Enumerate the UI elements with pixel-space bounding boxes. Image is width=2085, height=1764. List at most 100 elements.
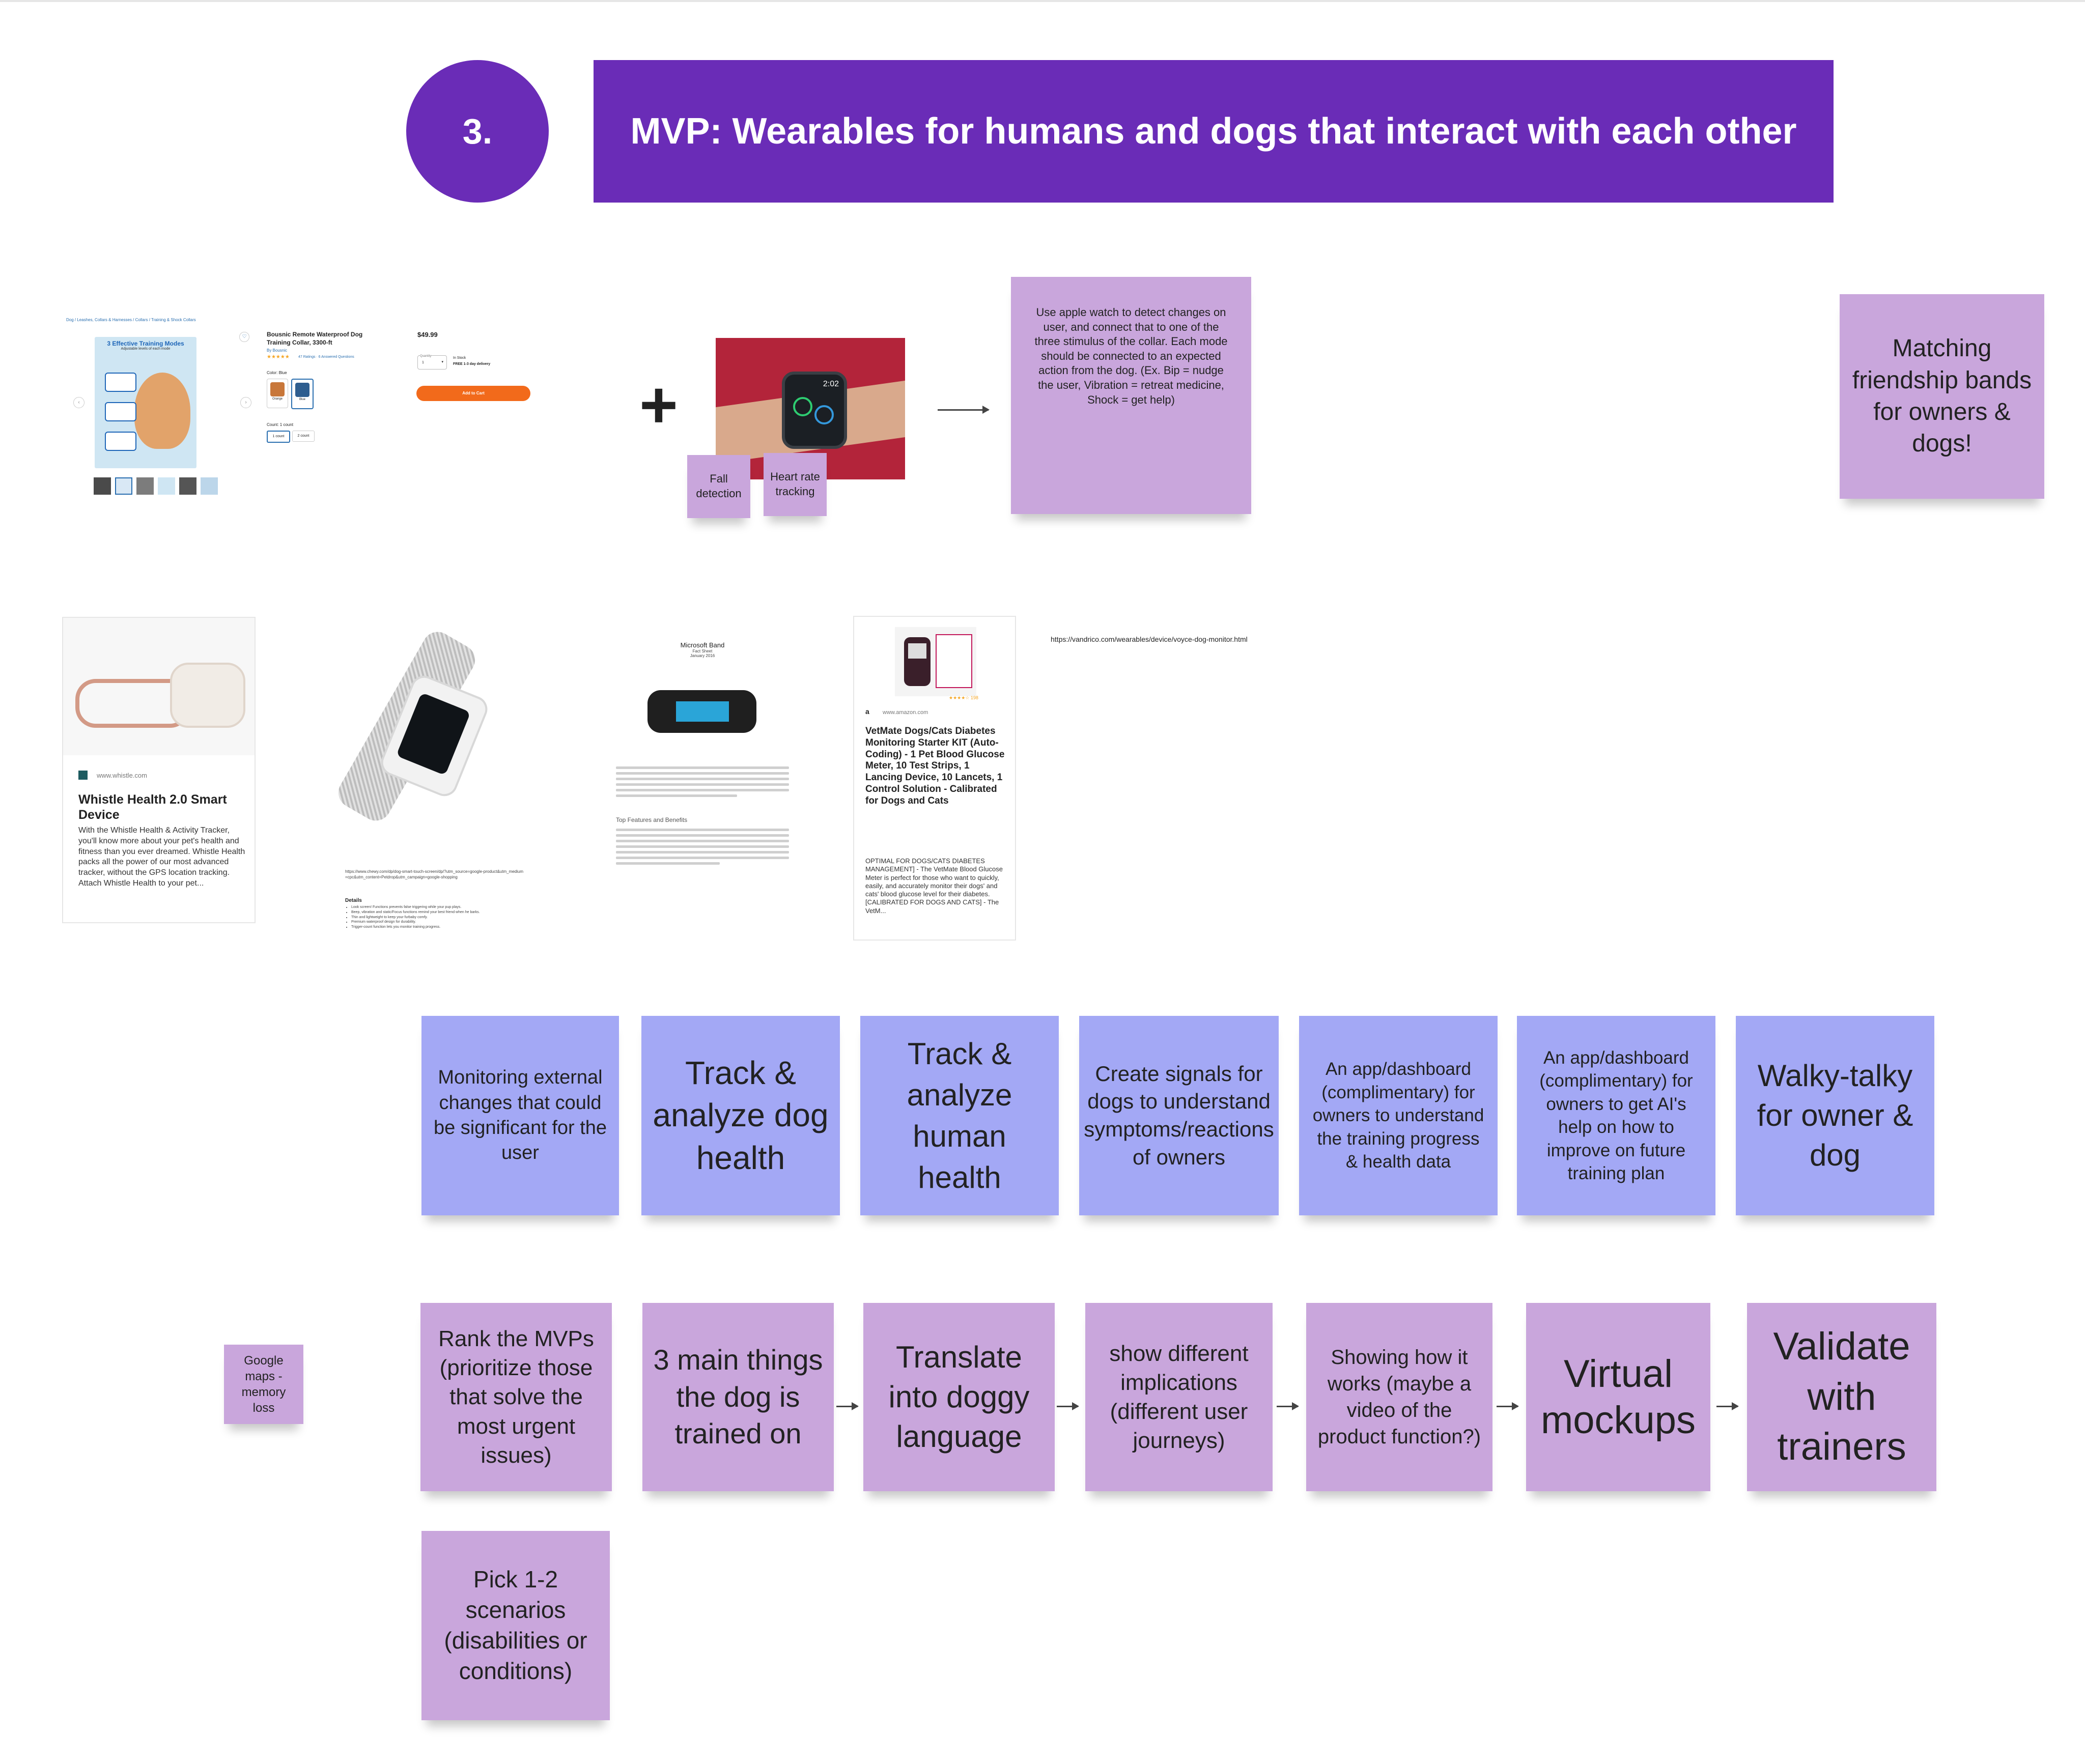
glucose-meter [904, 637, 931, 686]
flow-arrow [938, 406, 990, 414]
flow-note-text: Translate into doggy language [888, 1340, 1030, 1454]
count-option-1[interactable]: 1 count [267, 431, 290, 443]
flow-note-main-things[interactable]: 3 main things the dog is trained on [642, 1303, 834, 1491]
ratings-link[interactable]: 47 Ratings · 6 Answered Questions [298, 355, 354, 359]
count-label: Count: 1 count [267, 422, 294, 427]
stock-status: In Stock [453, 356, 466, 360]
detail-item: Premium waterproof design for durability… [351, 920, 519, 925]
whistle-link-card[interactable]: www.whistle.com Whistle Health 2.0 Smart… [62, 617, 256, 923]
collar-watch-url[interactable]: https://www.chewy.com/dp/dog-smart-touch… [345, 869, 524, 879]
apple-watch-idea-text: Use apple watch to detect changes on use… [1034, 306, 1228, 406]
detail-item: Thin and lightweight to keep your furbab… [351, 915, 519, 920]
band-title: Microsoft Band [680, 641, 725, 649]
blue-note-dashboard-ai[interactable]: An app/dashboard (complimentary) for own… [1517, 1016, 1715, 1215]
blue-note-dashboard-progress[interactable]: An app/dashboard (complimentary) for own… [1299, 1016, 1498, 1215]
thumbnail[interactable] [158, 477, 175, 495]
product-brand[interactable]: By Bousnic [267, 348, 288, 353]
friendship-bands-note[interactable]: Matching friendship bands for owners & d… [1840, 294, 2044, 499]
glucose-kit-image [895, 627, 976, 696]
vetmate-source: www.amazon.com [883, 709, 928, 716]
favorite-heart-icon[interactable]: ♡ [239, 332, 249, 342]
blue-note-signals[interactable]: Create signals for dogs to understand sy… [1079, 1016, 1279, 1215]
product-image[interactable]: 3 Effective Training Modes Adjustable le… [95, 337, 196, 468]
prev-image-icon[interactable]: ‹ [73, 397, 84, 408]
blue-note-text: Create signals for dogs to understand sy… [1084, 1061, 1274, 1169]
flow-note-showing-how[interactable]: Showing how it works (maybe a video of t… [1306, 1303, 1492, 1491]
collar-mode-icon [105, 432, 136, 451]
blue-note-human-health[interactable]: Track & analyze human health [860, 1016, 1059, 1215]
band-subtitle: Fact Sheet [692, 649, 713, 653]
color-label: Color: Blue [267, 371, 287, 375]
thumbnail[interactable] [179, 477, 196, 495]
thumbnail[interactable] [115, 477, 132, 495]
flow-arrow [1716, 1402, 1739, 1410]
apple-watch-idea-note[interactable]: Use apple watch to detect changes on use… [1011, 277, 1251, 514]
collar-mode-icon [105, 373, 136, 392]
top-divider [0, 0, 2085, 2]
blue-note-monitoring[interactable]: Monitoring external changes that could b… [421, 1016, 619, 1215]
flow-note-doggy-language[interactable]: Translate into doggy language [863, 1303, 1055, 1491]
dog-illustration [134, 373, 190, 449]
collar-watch-details-list: Look screen! Functions prevents false tr… [345, 905, 519, 930]
count-option-2[interactable]: 2 count [292, 431, 315, 442]
vetmate-link-card[interactable]: a www.amazon.com ★★★★☆ 198 VetMate Dogs/… [853, 616, 1016, 941]
thumbnail[interactable] [94, 477, 111, 495]
band-fact-sheet[interactable]: Microsoft Band Fact Sheet January 2016 T… [611, 641, 794, 886]
flow-note-rank-mvps[interactable]: Rank the MVPs (prioritize those that sol… [420, 1303, 612, 1491]
delivery-info: FREE 1-3 day delivery [453, 362, 491, 366]
blue-note-walky-talky[interactable]: Walky-talky for owner & dog [1736, 1016, 1934, 1215]
collar-watch-details-title: Details [345, 898, 362, 903]
flow-note-implications[interactable]: show different implications (different u… [1085, 1303, 1273, 1491]
heart-rate-note[interactable]: Heart rate tracking [764, 453, 827, 516]
collar-watch-screenshot[interactable]: https://www.chewy.com/dp/dog-smart-touch… [332, 617, 531, 943]
thumbnail-strip[interactable] [94, 477, 236, 498]
pick-scenarios-note[interactable]: Pick 1-2 scenarios (disabilities or cond… [421, 1531, 610, 1720]
heart-rate-text: Heart rate tracking [770, 470, 820, 498]
color-option-label: Blue [299, 398, 305, 401]
whistle-favicon [78, 771, 88, 780]
google-maps-note[interactable]: Google maps - memory loss [224, 1345, 303, 1424]
flow-note-text: Virtual mockups [1540, 1352, 1696, 1442]
amazon-icon: a [865, 707, 869, 716]
fall-detection-text: Fall detection [696, 472, 742, 500]
vetmate-title: VetMate Dogs/Cats Diabetes Monitoring St… [865, 726, 1005, 806]
next-image-icon[interactable]: › [240, 397, 251, 408]
quantity-value: 1 [422, 361, 424, 364]
flow-arrow [836, 1402, 859, 1410]
blue-note-text: Monitoring external changes that could b… [433, 1067, 607, 1164]
thumbnail[interactable] [136, 477, 154, 495]
flow-note-text: 3 main things the dog is trained on [653, 1343, 823, 1450]
watch-time: 2:02 [823, 380, 839, 388]
flow-note-validate-trainers[interactable]: Validate with trainers [1747, 1303, 1936, 1491]
quantity-label: Quantity [420, 355, 432, 358]
fall-detection-note[interactable]: Fall detection [687, 455, 750, 518]
flow-arrow [1497, 1402, 1519, 1410]
thumbnail[interactable] [201, 477, 218, 495]
flow-arrow [1277, 1402, 1299, 1410]
google-maps-text: Google maps - memory loss [241, 1353, 286, 1415]
product-price: $49.99 [417, 331, 438, 338]
add-to-cart-button[interactable]: Add to Cart [416, 386, 530, 401]
watch-face: 2:02 [782, 372, 847, 449]
product-image-caption: 3 Effective Training Modes [107, 340, 184, 347]
quantity-select[interactable]: Quantity 1 ▾ [417, 355, 447, 369]
flow-note-text: Validate with trainers [1773, 1324, 1910, 1469]
flow-note-text: show different implications (different u… [1109, 1341, 1249, 1454]
watch-complication-ring [814, 405, 834, 424]
band-features-text [616, 826, 789, 868]
collar-mode-icon [105, 402, 136, 421]
vandrico-url-link[interactable]: https://vandrico.com/wearables/device/vo… [1051, 635, 1248, 643]
product-image-subcaption: Adjustable levels of each mode [121, 347, 171, 351]
blue-note-dog-health[interactable]: Track & analyze dog health [641, 1016, 840, 1215]
collar-watch-image [332, 617, 531, 831]
band-screen [676, 701, 729, 722]
flow-note-virtual-mockups[interactable]: Virtual mockups [1526, 1303, 1710, 1491]
collar-product-screenshot[interactable]: Dog / Leashes, Collars & Harnesses / Col… [64, 316, 543, 504]
band-section-heading: Top Features and Benefits [616, 816, 688, 823]
color-option-orange[interactable]: Orange [267, 379, 288, 408]
flow-note-text: Rank the MVPs (prioritize those that sol… [438, 1326, 594, 1468]
blue-note-text: An app/dashboard (complimentary) for own… [1539, 1047, 1693, 1184]
color-option-blue[interactable]: Blue [291, 379, 314, 409]
band-image [647, 690, 756, 733]
color-option-label: Orange [272, 397, 283, 401]
